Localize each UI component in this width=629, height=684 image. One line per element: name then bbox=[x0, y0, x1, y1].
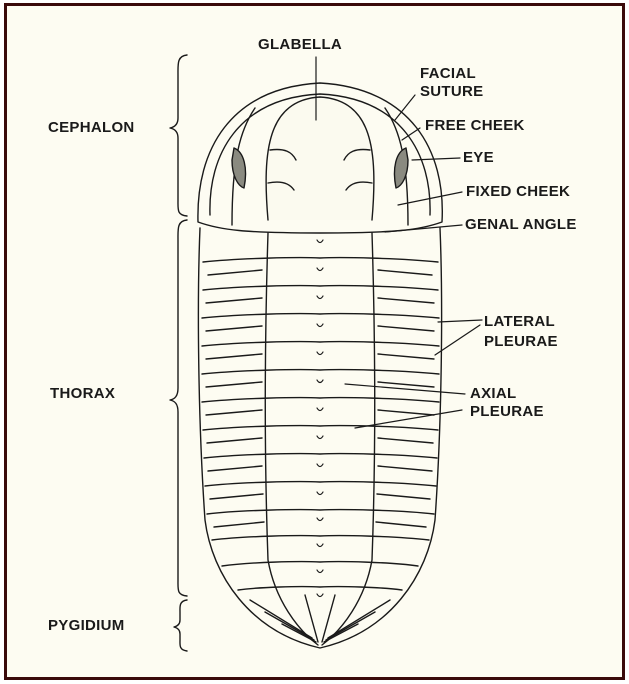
bracket-pygidium bbox=[174, 600, 187, 651]
brackets bbox=[170, 55, 187, 651]
label-free-cheek: FREE CHEEK bbox=[425, 117, 525, 135]
label-axial-pleurae-line2: PLEURAE bbox=[470, 403, 544, 421]
thoracic-segments bbox=[202, 258, 439, 590]
label-cephalon: CEPHALON bbox=[48, 119, 135, 137]
glabella-outline bbox=[266, 97, 374, 220]
label-lateral-pleurae-line1: LATERAL bbox=[484, 313, 555, 331]
label-thorax: THORAX bbox=[50, 385, 115, 403]
pygidium-ribs bbox=[250, 595, 390, 642]
label-glabella: GLABELLA bbox=[258, 36, 342, 54]
label-lateral-pleurae-line2: PLEURAE bbox=[484, 333, 558, 351]
label-facial-suture-line2: SUTURE bbox=[420, 83, 483, 101]
leader-genal-angle bbox=[385, 225, 462, 232]
label-pygidium: PYGIDIUM bbox=[48, 617, 125, 635]
leader-free-cheek bbox=[402, 128, 420, 140]
axial-furrow-right bbox=[322, 233, 375, 645]
leader-axial-1 bbox=[345, 384, 465, 394]
leader-lateral-1 bbox=[438, 320, 482, 322]
label-eye: EYE bbox=[463, 149, 494, 167]
label-facial-suture-line1: FACIAL bbox=[420, 65, 476, 83]
bracket-cephalon bbox=[170, 55, 187, 216]
leader-eye bbox=[412, 158, 460, 160]
bracket-thorax bbox=[170, 220, 187, 596]
label-genal-angle: GENAL ANGLE bbox=[465, 216, 577, 234]
label-axial-pleurae-line1: AXIAL bbox=[470, 385, 517, 403]
leader-facial-suture bbox=[395, 95, 415, 120]
axial-nodes bbox=[317, 240, 323, 597]
label-fixed-cheek: FIXED CHEEK bbox=[466, 183, 570, 201]
axial-furrow-left bbox=[265, 233, 318, 645]
